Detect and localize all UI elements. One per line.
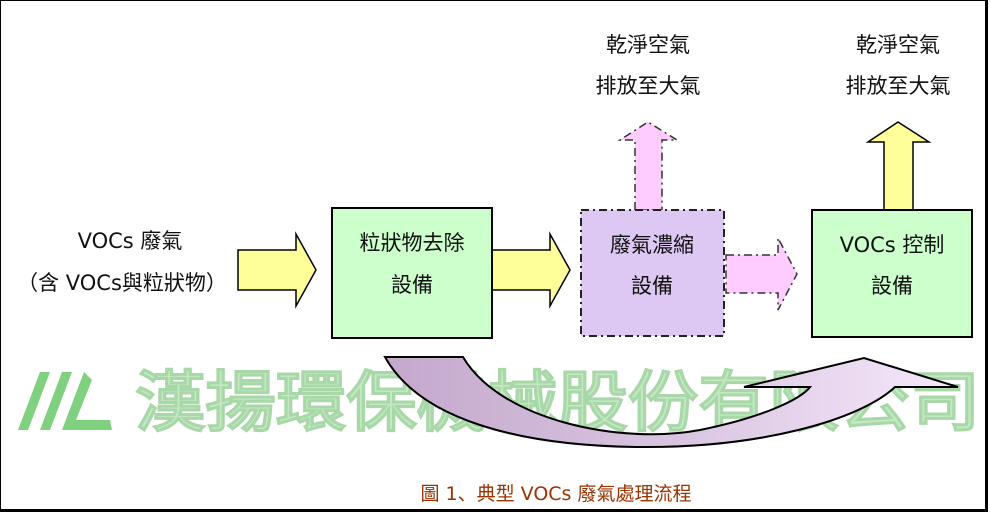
box2-line2: 設備: [631, 274, 673, 298]
arrow-right-icon: [237, 231, 317, 309]
particulate-removal-box: [331, 207, 493, 339]
output2-line1: 乾淨空氣: [856, 33, 940, 57]
arrow-up-icon: [617, 121, 680, 211]
input-label-line2: （含 VOCs與粒狀物）: [17, 271, 227, 295]
box1-line1: 粒狀物去除: [360, 231, 465, 255]
arrow-right-icon: [725, 237, 798, 311]
output1-line1: 乾淨空氣: [606, 33, 690, 57]
concentration-box: [580, 209, 725, 337]
box1-line2: 設備: [391, 273, 433, 297]
box3-line2: 設備: [871, 274, 913, 298]
voc-control-box: [811, 209, 973, 338]
watermark-logo-icon: [18, 372, 112, 430]
box2-line1: 廢氣濃縮: [610, 233, 694, 257]
box3-line1: VOCs 控制: [840, 233, 945, 257]
arrow-right-icon: [491, 231, 571, 309]
output2-line2: 排放至大氣: [846, 74, 951, 98]
figure-caption: 圖 1、典型 VOCs 廢氣處理流程: [421, 483, 692, 505]
arrow-up-icon: [865, 121, 932, 211]
output1-line2: 排放至大氣: [596, 74, 701, 98]
input-label-line1: VOCs 廢氣: [78, 229, 183, 253]
bypass-curved-arrow: [383, 356, 959, 449]
